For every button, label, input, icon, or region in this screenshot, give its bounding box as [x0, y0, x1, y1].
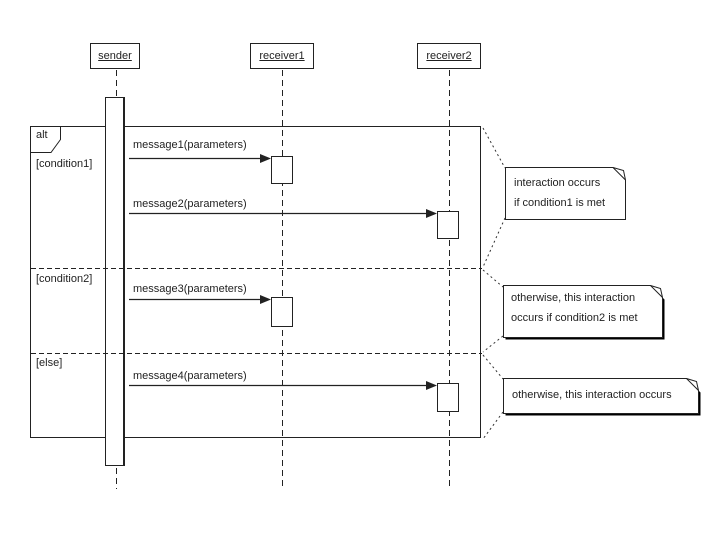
alt-fragment-frame	[30, 126, 481, 438]
guard-condition1-label: [condition1]	[36, 158, 93, 170]
message1-arrow	[129, 154, 271, 163]
note2-text-line2: occurs if condition2 is met	[511, 312, 638, 324]
note2-anchor-top	[482, 269, 504, 288]
message4-label: message4(parameters)	[133, 370, 247, 382]
message3-arrowhead-icon	[260, 295, 271, 304]
receiver1-activation-2	[271, 297, 293, 327]
note1-body	[505, 167, 626, 220]
note3-body	[503, 378, 699, 414]
message2-arrowhead-icon	[426, 209, 437, 218]
lifeline-head-receiver2: receiver2	[417, 43, 481, 69]
note3-dogear-icon	[686, 378, 699, 391]
receiver2-activation-2	[437, 383, 459, 412]
note2-dogear-icon	[650, 285, 663, 298]
lifeline-label-sender: sender	[98, 50, 132, 62]
note1-text-line1: interaction occurs	[514, 177, 601, 189]
note1-anchor-top	[482, 127, 506, 169]
note2-text-line1: otherwise, this interaction	[511, 292, 636, 304]
receiver1-activation-1	[271, 156, 293, 184]
message1-arrowhead-icon	[260, 154, 271, 163]
message4-arrowhead-icon	[426, 381, 437, 390]
lifeline-label-receiver2: receiver2	[426, 50, 472, 62]
message3-label: message3(parameters)	[133, 283, 247, 295]
note3-text-line1: otherwise, this interaction occurs	[512, 389, 672, 401]
lifeline-head-receiver1: receiver1	[250, 43, 314, 69]
message4-arrow	[129, 381, 437, 390]
lifeline-label-receiver1: receiver1	[259, 50, 305, 62]
lifeline-head-sender: sender	[90, 43, 140, 69]
note3-anchor-top	[482, 354, 504, 380]
guard-else-label: [else]	[36, 357, 63, 369]
guard-condition2-label: [condition2]	[36, 273, 93, 285]
message3-arrow	[129, 295, 271, 304]
message1-label: message1(parameters)	[133, 139, 247, 151]
note1-text-line2: if condition1 is met	[514, 197, 606, 209]
note2-body	[503, 285, 663, 338]
note1-anchor-bottom	[482, 217, 506, 268]
alt-operator-label: alt	[36, 129, 48, 141]
note3-anchor-bottom	[482, 411, 504, 440]
note1-shape	[505, 167, 626, 220]
note1-dogear-icon	[612, 167, 626, 181]
alt-operator-pentagon	[30, 126, 61, 153]
sender-activation-bar	[105, 97, 125, 466]
receiver2-activation-1	[437, 211, 459, 239]
note2-shape	[503, 285, 665, 340]
note-anchor-lines	[482, 127, 506, 440]
note2-anchor-bottom	[482, 335, 504, 353]
message2-label: message2(parameters)	[133, 198, 247, 210]
note3-shape	[503, 378, 701, 416]
message2-arrow	[129, 209, 437, 218]
